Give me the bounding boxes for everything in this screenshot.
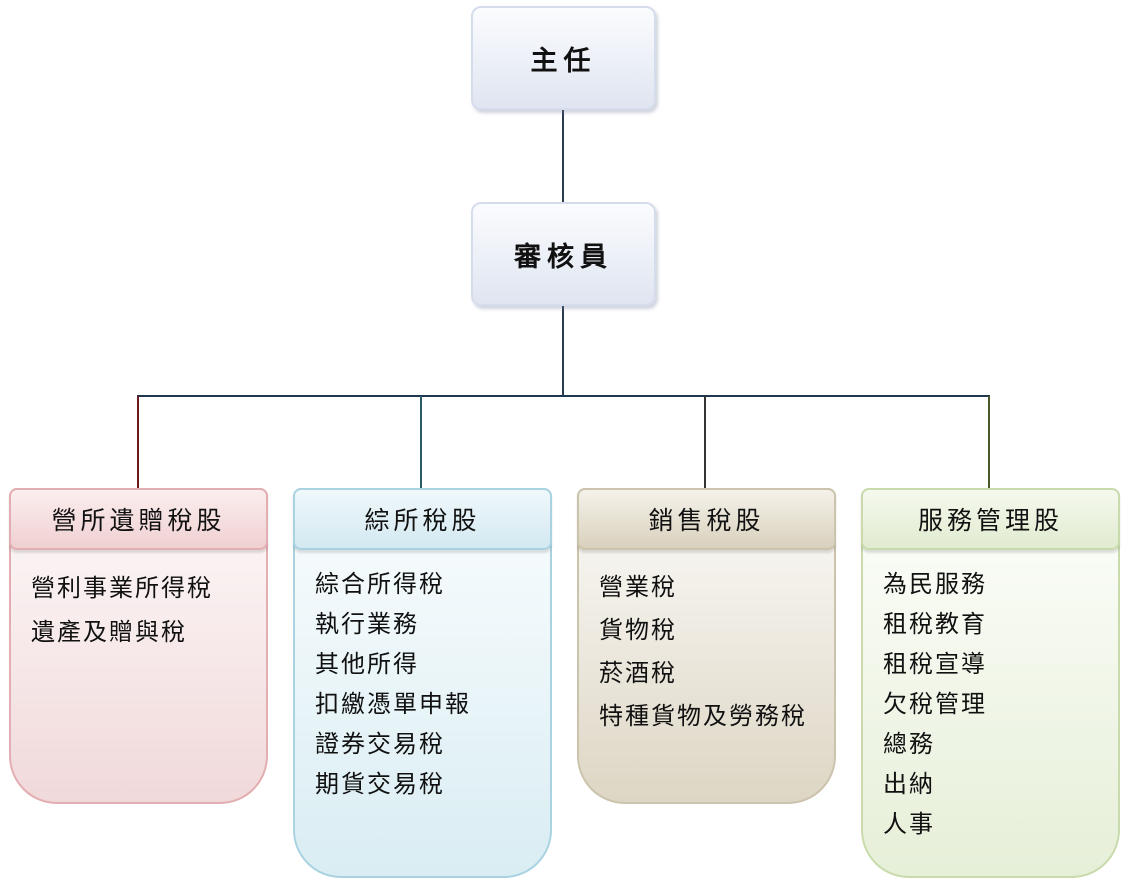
list-item: 為民服務 (883, 570, 987, 598)
connector-line (137, 396, 139, 488)
connector-line (137, 395, 990, 397)
dept-business-estate: 營所遺贈稅股 營利事業所得稅 遺產及贈與稅 (9, 488, 268, 804)
list-item: 營業稅 (599, 573, 677, 601)
list-item: 貨物稅 (599, 616, 677, 644)
list-item: 租稅宣導 (883, 650, 987, 678)
reviewer-box: 審核員 (471, 202, 656, 306)
list-item: 遺產及贈與稅 (31, 618, 187, 646)
dept-sales-tax: 銷售稅股 營業稅 貨物稅 菸酒稅 特種貨物及勞務稅 (577, 488, 836, 804)
list-item: 人事 (883, 810, 935, 838)
connector-line (988, 396, 990, 488)
director-box: 主任 (471, 6, 656, 110)
dept-income-tax: 綜所稅股 綜合所得稅 執行業務 其他所得 扣繳憑單申報 證券交易稅 期貨交易稅 (293, 488, 552, 878)
dept-title: 綜所稅股 (293, 488, 552, 550)
dept-service-management: 服務管理股 為民服務 租稅教育 租稅宣導 欠稅管理 總務 出納 人事 (861, 488, 1120, 878)
connector-line (562, 110, 564, 202)
connector-line (562, 306, 564, 397)
list-item: 欠稅管理 (883, 690, 987, 718)
dept-title: 服務管理股 (861, 488, 1120, 550)
list-item: 其他所得 (315, 650, 419, 678)
list-item: 租稅教育 (883, 610, 987, 638)
list-item: 菸酒稅 (599, 659, 677, 687)
connector-line (704, 396, 706, 488)
list-item: 營利事業所得稅 (31, 574, 213, 602)
list-item: 扣繳憑單申報 (315, 690, 471, 718)
list-item: 期貨交易稅 (315, 770, 445, 798)
connector-line (420, 396, 422, 488)
list-item: 總務 (883, 730, 935, 758)
dept-title: 營所遺贈稅股 (9, 488, 268, 550)
list-item: 出納 (883, 770, 935, 798)
list-item: 特種貨物及勞務稅 (599, 702, 807, 730)
list-item: 證券交易稅 (315, 730, 445, 758)
list-item: 綜合所得稅 (315, 570, 445, 598)
dept-title: 銷售稅股 (577, 488, 836, 550)
list-item: 執行業務 (315, 610, 419, 638)
